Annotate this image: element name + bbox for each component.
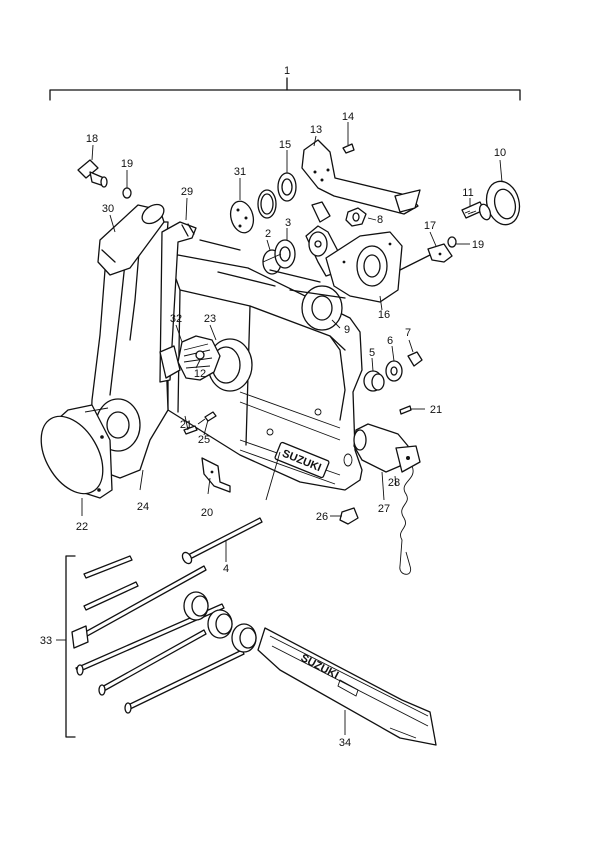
part-label-21a: 21: [180, 419, 192, 431]
part-label-26: 26: [316, 511, 328, 523]
clip-17: [427, 243, 453, 263]
screw-18: [77, 159, 108, 188]
part-label-5: 5: [369, 347, 375, 359]
lock-rod: [159, 221, 197, 383]
lever-cover: [40, 404, 113, 499]
part-label-33: 33: [40, 635, 52, 647]
part-label-19a: 19: [121, 158, 133, 170]
part-label-1: 1: [284, 65, 290, 77]
nut-7: [407, 351, 423, 367]
assembly-bracket: [49, 77, 521, 101]
plate-31: [229, 200, 255, 234]
part-label-21b: 21: [430, 404, 442, 416]
part-label-22: 22: [76, 521, 88, 533]
part-label-28: 28: [388, 477, 400, 489]
lever-grip: [97, 203, 165, 276]
part-label-3: 3: [285, 217, 291, 229]
spring-collar: [262, 239, 296, 275]
part-label-20: 20: [201, 507, 213, 519]
part-label-8: 8: [377, 214, 383, 226]
part-label-16: 16: [378, 309, 390, 321]
screws-lower: [183, 405, 412, 435]
part-label-19b: 19: [472, 239, 484, 251]
leader-lines: [81, 122, 503, 735]
cap-26: [339, 507, 359, 525]
ring-10: [485, 180, 521, 226]
part-label-6: 6: [387, 335, 393, 347]
part-label-27: 27: [378, 503, 390, 515]
part-label-30: 30: [102, 203, 114, 215]
part-label-25: 25: [198, 434, 210, 446]
side-cover: SUZUKI: [257, 627, 437, 746]
part-label-12: 12: [194, 368, 206, 380]
bolt-4: [181, 451, 281, 565]
collar-5: [363, 370, 385, 392]
arm-13: [301, 139, 421, 215]
part-label-9: 9: [344, 324, 350, 336]
nut-8: [345, 207, 367, 227]
part-label-24: 24: [137, 501, 149, 513]
kit-ties-bolts: [71, 555, 245, 714]
part-label-10: 10: [494, 147, 506, 159]
bolt-11: [461, 201, 492, 221]
part-label-13: 13: [310, 124, 322, 136]
part-label-23: 23: [204, 313, 216, 325]
part-label-18: 18: [86, 133, 98, 145]
kit-spacers: [183, 591, 257, 653]
washer-6: [385, 360, 403, 382]
washer-19b: [447, 236, 457, 248]
part-label-29: 29: [181, 186, 193, 198]
linkage-lines: [199, 239, 431, 299]
part-label-34: 34: [339, 737, 351, 749]
cam-assembly: [159, 335, 253, 392]
part-label-4: 4: [223, 563, 229, 575]
washer-19a: [122, 187, 132, 199]
part-label-14: 14: [342, 111, 354, 123]
screw-14: [342, 131, 355, 154]
part-label-31: 31: [234, 166, 246, 178]
stop-switch: [353, 423, 421, 575]
plate-16: [325, 231, 403, 303]
kit-bracket: [56, 555, 76, 738]
part-label-2: 2: [265, 228, 271, 240]
part-label-15: 15: [279, 139, 291, 151]
part-label-11: 11: [462, 187, 473, 199]
part-label-32: 32: [170, 313, 182, 325]
ring-15: [277, 172, 297, 202]
clip-bracket: [201, 457, 231, 493]
part-label-7: 7: [405, 327, 411, 339]
part-labels: 1 2 3 4 5 6 7 8 9 10 11 12 13 14 15 16 1…: [40, 65, 506, 749]
part-label-17: 17: [424, 220, 436, 232]
ring-9: [301, 285, 343, 331]
